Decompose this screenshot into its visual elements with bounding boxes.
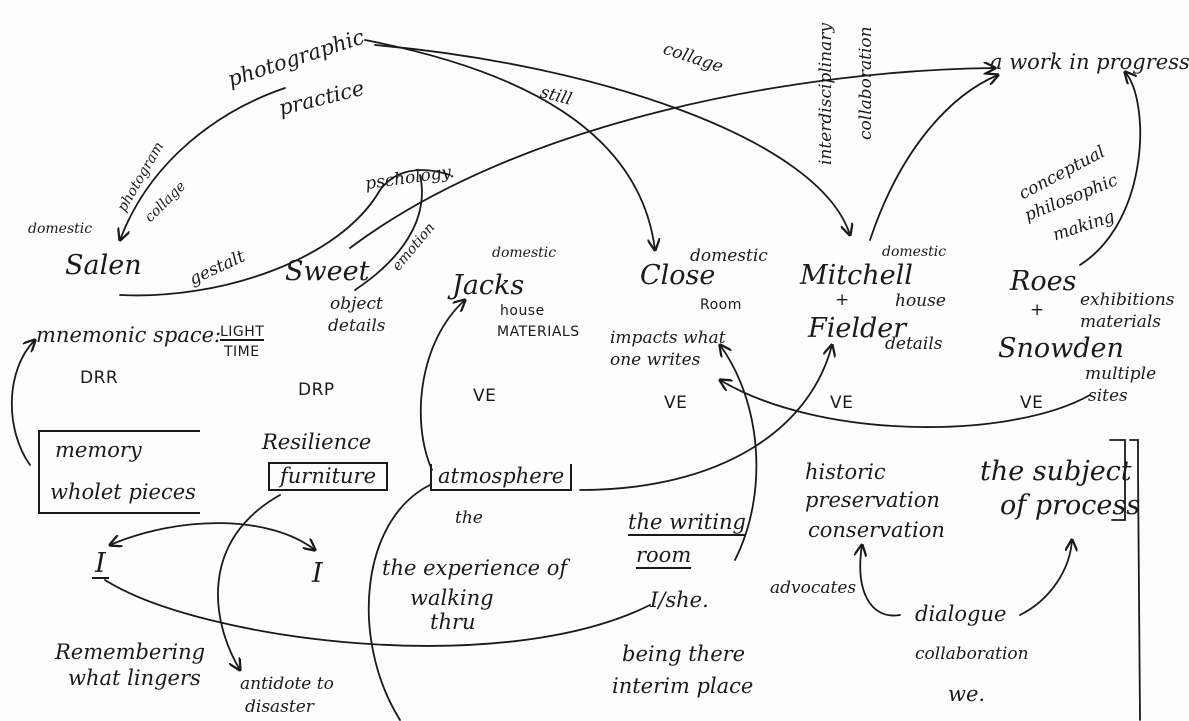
- exhibitions-label: exhibitions: [1080, 290, 1175, 310]
- impacts-label: impacts what: [610, 328, 726, 348]
- plus-mitchell: +: [835, 290, 850, 310]
- house-jacks-label: house: [500, 303, 545, 319]
- the-label: the: [455, 508, 483, 528]
- link-photographic-close: [364, 39, 655, 250]
- historic-label: historic: [805, 460, 886, 484]
- ve-jacks-label: VE: [473, 386, 497, 406]
- thru-label: thru: [430, 610, 476, 634]
- resilience-label: Resilience: [262, 430, 372, 454]
- time-label: TIME: [224, 344, 260, 360]
- walking-label: walking: [410, 586, 494, 610]
- link-ve-loop: [720, 380, 1091, 428]
- ve-mitchell-label: VE: [830, 393, 854, 413]
- domestic-salen-label: domestic: [28, 221, 93, 237]
- link-photographic-mitchell: [374, 44, 850, 235]
- collaboration-bottom-label: collaboration: [915, 644, 1029, 664]
- jacks-node: Jacks: [452, 270, 525, 301]
- antidote-label: antidote to: [240, 674, 334, 694]
- domestic-close-label: domestic: [690, 246, 768, 266]
- salen-node: Salen: [65, 250, 142, 281]
- materials-roes-label: materials: [1080, 312, 1162, 332]
- memory-label: memory: [55, 438, 142, 462]
- memory-bracket: [38, 430, 200, 514]
- link-sweet-emotion: [354, 174, 423, 291]
- object-label: object: [330, 294, 383, 314]
- close-node: Close: [640, 260, 716, 291]
- light-label: LIGHT: [220, 324, 265, 341]
- room-close-label: Room: [700, 297, 742, 313]
- link-writingroom-impacts: [720, 345, 758, 561]
- advocates-label: advocates: [770, 578, 857, 598]
- sites-label: sites: [1088, 386, 1128, 406]
- ve-close-label: VE: [664, 393, 688, 413]
- domestic-mitchell-label: domestic: [882, 244, 947, 260]
- link-i-i: [110, 522, 315, 550]
- link-mnemonic-memory: [10, 340, 35, 466]
- roes-node: Roes: [1010, 266, 1077, 297]
- link-right-bracket: [1129, 439, 1141, 721]
- details-sweet-label: details: [328, 316, 386, 336]
- disaster-label: disaster: [245, 697, 314, 717]
- one-writes-label: one writes: [610, 350, 701, 370]
- what-lingers-label: what lingers: [68, 666, 201, 690]
- conservation-label: conservation: [808, 518, 945, 542]
- the-writing-label: the writing: [628, 510, 746, 536]
- room-label: room: [636, 543, 692, 569]
- link-photographic-salen: [120, 87, 286, 240]
- multiple-label: multiple: [1085, 364, 1157, 384]
- atmosphere-box: atmosphere: [430, 464, 573, 491]
- of-process-label: of process: [1000, 490, 1141, 521]
- subject-label: the subject: [980, 456, 1132, 487]
- work-in-progress-label: a work in progress: [990, 50, 1189, 74]
- fielder-node: Fielder: [808, 313, 907, 344]
- mitchell-node: Mitchell: [800, 260, 913, 291]
- link-atmosphere-jacks: [419, 300, 465, 471]
- sweet-node: Sweet: [285, 256, 370, 287]
- mnemonic-space-label: mnemonic space:: [36, 323, 222, 347]
- ve-roes-label: VE: [1020, 393, 1044, 413]
- link-atmosphere-down: [367, 484, 431, 721]
- link-i-ishe: [104, 579, 651, 647]
- link-mitchell-work: [869, 75, 998, 241]
- interim-place-label: interim place: [612, 674, 754, 698]
- interdisciplinary-label: interdisciplinary: [816, 23, 836, 165]
- link-salen-pschology: [119, 169, 451, 297]
- subject-bracket: [1109, 439, 1126, 521]
- link-furniture-antidote: [217, 494, 281, 670]
- link-sweet-work: [349, 68, 995, 249]
- i-left-label: I: [92, 550, 109, 579]
- i-she-label: I/she.: [650, 588, 709, 612]
- experience-label: the experience of: [382, 556, 568, 580]
- preservation-label: preservation: [805, 488, 940, 512]
- furniture-box: furniture: [268, 462, 389, 491]
- materials-jacks-label: MATERIALS: [497, 324, 580, 340]
- link-dialogue-historic: [860, 545, 901, 617]
- link-atmosphere-fielder: [579, 345, 832, 491]
- details-mitchell-label: details: [885, 334, 943, 354]
- being-there-label: being there: [622, 642, 746, 666]
- link-dialogue-subject: [1019, 540, 1072, 616]
- drr-label: DRR: [80, 368, 119, 388]
- link-roes-work: [1079, 72, 1142, 266]
- plus-roes: +: [1030, 300, 1045, 320]
- snowden-node: Snowden: [998, 333, 1124, 364]
- we-label: we.: [948, 682, 986, 706]
- drp-label: DRP: [298, 380, 335, 400]
- remembering-label: Remembering: [55, 640, 206, 664]
- dialogue-label: dialogue: [915, 602, 1007, 626]
- wholet-pieces-label: wholet pieces: [50, 480, 196, 504]
- i-mid-label: I: [312, 558, 323, 589]
- collaboration-label-top: collaboration: [856, 26, 876, 140]
- house-mitchell-label: house: [895, 291, 946, 311]
- domestic-jacks-label: domestic: [492, 245, 557, 261]
